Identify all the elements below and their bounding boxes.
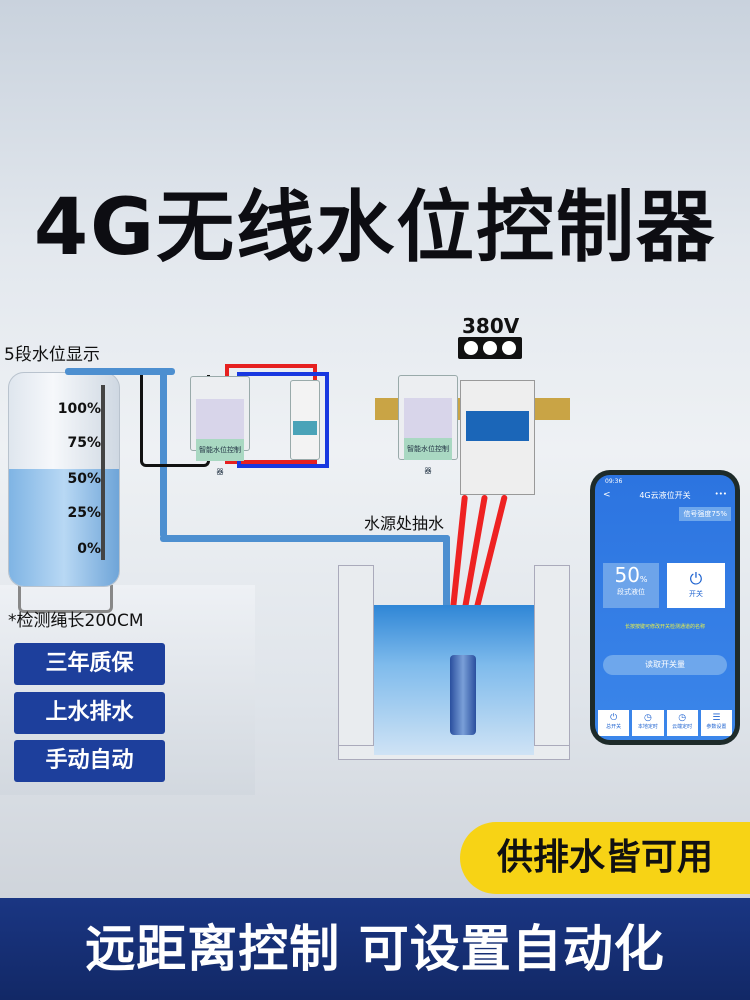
badge-supply-drain: 上水排水 bbox=[14, 692, 165, 734]
level-mark: 50% bbox=[67, 471, 101, 487]
badge-manual-auto: 手动自动 bbox=[14, 740, 165, 782]
app-title: 4G云液位开关 bbox=[639, 491, 691, 500]
terminal-hole bbox=[464, 341, 478, 355]
controller-panel bbox=[404, 398, 452, 438]
pipe bbox=[443, 535, 450, 655]
terminal-hole bbox=[483, 341, 497, 355]
well-wall bbox=[338, 565, 374, 760]
back-button[interactable]: < bbox=[603, 490, 611, 500]
pipe bbox=[160, 368, 167, 538]
level-value: 50 bbox=[614, 563, 640, 587]
circuit-breaker bbox=[290, 380, 320, 460]
signal-strength: 信号强度75% bbox=[679, 507, 731, 521]
badge-warranty: 三年质保 bbox=[14, 643, 165, 685]
power-icon: ⏻ bbox=[610, 713, 618, 723]
tank-water bbox=[9, 468, 119, 586]
tab-label: 总开关 bbox=[606, 724, 622, 730]
tab-main-switch[interactable]: ⏻总开关 bbox=[598, 710, 630, 736]
tank-stand bbox=[18, 585, 113, 613]
power-icon: ⏻ bbox=[689, 569, 703, 588]
more-button[interactable]: ••• bbox=[714, 490, 727, 498]
water-level-controller: 智能水位控制器 bbox=[190, 376, 250, 476]
level-tile: 50% 段式液位 bbox=[603, 563, 659, 608]
pipe bbox=[65, 368, 175, 375]
switch-button[interactable]: ⏻ 开关 bbox=[667, 563, 725, 608]
sensor-rope bbox=[101, 385, 105, 560]
tab-settings[interactable]: ☰参数设置 bbox=[700, 710, 732, 736]
sliders-icon: ☰ bbox=[712, 713, 721, 723]
submersible-pump bbox=[450, 655, 476, 735]
bottom-tabs: ⏻总开关 ◷本地定时 ◷云端定时 ☰参数设置 bbox=[598, 710, 732, 736]
level-caption: 5段水位显示 bbox=[4, 345, 100, 365]
level-mark: 75% bbox=[67, 435, 101, 451]
switch-label: 开关 bbox=[689, 590, 703, 598]
tab-label: 参数设置 bbox=[706, 724, 727, 730]
power-terminal bbox=[458, 337, 522, 359]
phone-screen: 09:36 < 4G云液位开关 ••• 信号强度75% 50% 段式液位 ⏻ 开… bbox=[595, 475, 735, 740]
controller-label: 智能水位控制器 bbox=[404, 438, 452, 475]
voltage-label: 380V bbox=[462, 314, 520, 338]
controller-panel bbox=[196, 399, 244, 439]
tagline-badge: 供排水皆可用 bbox=[460, 822, 750, 894]
tab-local-timer[interactable]: ◷本地定时 bbox=[632, 710, 664, 736]
page-title: 4G无线水位控制器 bbox=[33, 183, 717, 273]
contactor-body bbox=[466, 411, 529, 441]
rope-length-label: *检测绳长200CM bbox=[8, 611, 144, 631]
breaker-switch bbox=[293, 421, 317, 435]
clock-icon: ◷ bbox=[643, 713, 652, 723]
contactor bbox=[460, 380, 535, 495]
level-unit: % bbox=[639, 575, 648, 584]
level-mark: 25% bbox=[67, 505, 101, 521]
tab-label: 云端定时 bbox=[672, 724, 693, 730]
footer-banner: 远距离控制 可设置自动化 bbox=[0, 898, 750, 1000]
phone: 09:36 < 4G云液位开关 ••• 信号强度75% 50% 段式液位 ⏻ 开… bbox=[590, 470, 740, 745]
status-time: 09:36 bbox=[605, 478, 623, 485]
pipe bbox=[160, 535, 450, 542]
read-switch-button[interactable]: 读取开关量 bbox=[603, 655, 727, 675]
well-wall bbox=[534, 565, 570, 760]
water-source-label: 水源处抽水 bbox=[364, 514, 445, 533]
level-mark: 0% bbox=[77, 541, 101, 557]
controller-label: 智能水位控制器 bbox=[196, 439, 244, 476]
terminal-hole bbox=[502, 341, 516, 355]
level-mark: 100% bbox=[57, 401, 101, 417]
clock-icon: ◷ bbox=[678, 713, 687, 723]
level-label: 段式液位 bbox=[617, 588, 645, 596]
tab-cloud-timer[interactable]: ◷云端定时 bbox=[666, 710, 698, 736]
water-level-controller-2: 智能水位控制器 bbox=[398, 375, 458, 475]
tab-label: 本地定时 bbox=[637, 724, 658, 730]
hint-text: 长按按键可修改开关检测通道的名称 bbox=[624, 624, 705, 630]
